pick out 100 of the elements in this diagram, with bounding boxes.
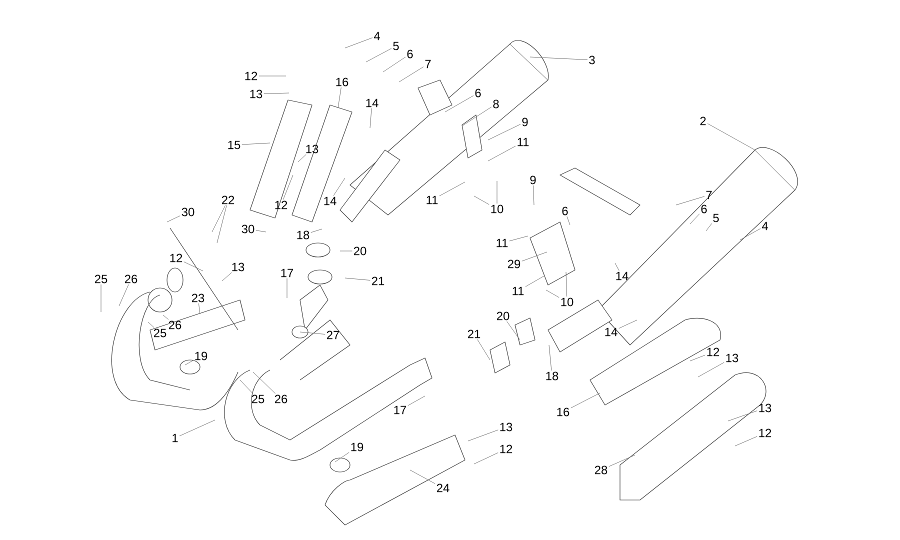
callout-number: 8 (493, 100, 499, 108)
callout-number: 17 (281, 268, 294, 278)
leader-line (676, 196, 705, 206)
leader-line (216, 205, 227, 244)
callout-number: 6 (475, 88, 481, 98)
callout-number: 22 (222, 196, 234, 204)
callout-number: 21 (372, 276, 384, 286)
callout-number: 15 (228, 140, 240, 150)
leader-line (118, 284, 129, 306)
callout-number: 9 (530, 176, 536, 184)
leader-line (338, 87, 342, 108)
leader-line (222, 272, 232, 282)
callout-number: 16 (557, 408, 570, 416)
leader-line (707, 123, 756, 150)
leader-line (366, 48, 392, 62)
leader-line (509, 236, 528, 242)
leader-line (462, 106, 492, 126)
leader-line (100, 284, 102, 312)
callout-number: 26 (274, 394, 288, 404)
leader-line (570, 392, 600, 408)
leader-line (728, 410, 758, 422)
leader-line (382, 56, 406, 72)
callout-number: 12 (500, 444, 512, 454)
callout-number: 27 (326, 330, 340, 340)
leader-line (333, 178, 346, 196)
callout-number: 18 (297, 230, 310, 240)
leader-line (286, 278, 288, 298)
callout-number: 13 (232, 262, 244, 272)
callout-number: 12 (245, 72, 258, 80)
leader-line (706, 223, 712, 232)
leader-line (522, 252, 548, 262)
callout-number: 3 (589, 56, 595, 64)
leader-line (566, 272, 568, 297)
leader-line (618, 320, 638, 329)
leader-line (734, 436, 758, 446)
callout-number: 19 (195, 352, 208, 360)
leader-line (410, 470, 436, 484)
leader-line (344, 37, 373, 48)
leader-line (444, 95, 474, 112)
leader-line (474, 196, 490, 205)
leader-line (477, 339, 490, 360)
leader-line (439, 182, 466, 196)
callout-number: 25 (252, 394, 264, 404)
callout-number: 24 (436, 484, 450, 492)
callout-number: 6 (407, 50, 413, 58)
leader-line (608, 454, 636, 467)
leader-line (408, 396, 426, 406)
leader-line (506, 321, 520, 340)
leader-line (264, 92, 290, 94)
callout-number: 21 (468, 330, 480, 338)
callout-number: 4 (762, 222, 768, 230)
callout-number: 20 (354, 246, 366, 256)
callout-number: 1 (172, 434, 178, 442)
leader-line (242, 142, 270, 145)
leader-line (488, 124, 521, 140)
leader-line (532, 185, 534, 206)
callout-number: 19 (351, 442, 364, 452)
leader-line (398, 66, 424, 82)
leader-line (184, 360, 194, 366)
callout-number: 9 (522, 118, 528, 126)
leader-line (468, 430, 498, 442)
callout-number: 5 (713, 214, 719, 222)
leader-line (310, 228, 322, 233)
leader-line (614, 262, 620, 271)
leader-line (298, 154, 306, 162)
callout-number: 10 (561, 298, 574, 306)
callout-number: 26 (168, 320, 182, 330)
leader-line (184, 262, 204, 272)
leader-line (256, 230, 266, 232)
leader-line (740, 228, 761, 240)
leader-line (530, 56, 588, 60)
leader-line (179, 420, 216, 436)
leader-line (474, 452, 498, 464)
leader-line (282, 174, 294, 200)
callout-number: 30 (182, 208, 194, 216)
callout-number: 25 (94, 274, 108, 284)
leader-line (548, 344, 552, 371)
callout-number: 10 (491, 204, 504, 214)
callout-number: 13 (250, 90, 262, 98)
callout-number: 11 (426, 196, 438, 204)
callout-number: 11 (496, 238, 508, 248)
callout-number: 23 (192, 294, 204, 302)
callout-number: 14 (616, 272, 628, 280)
leader-line (252, 372, 276, 394)
leader-line (546, 290, 560, 298)
leader-line (690, 214, 700, 224)
callout-number: 11 (512, 286, 524, 296)
callout-number: 12 (707, 348, 720, 356)
callout-number: 7 (425, 60, 431, 68)
callout-number: 5 (393, 42, 399, 50)
leader-line (698, 362, 724, 378)
callout-number: 7 (706, 190, 712, 200)
leader-line (300, 332, 326, 335)
callout-number: 26 (124, 274, 138, 284)
leader-line (334, 452, 350, 462)
callout-number: 30 (242, 224, 254, 234)
callout-number: 12 (170, 254, 182, 262)
leader-line (240, 380, 254, 394)
callout-number: 14 (366, 98, 378, 108)
leader-line (566, 216, 570, 226)
